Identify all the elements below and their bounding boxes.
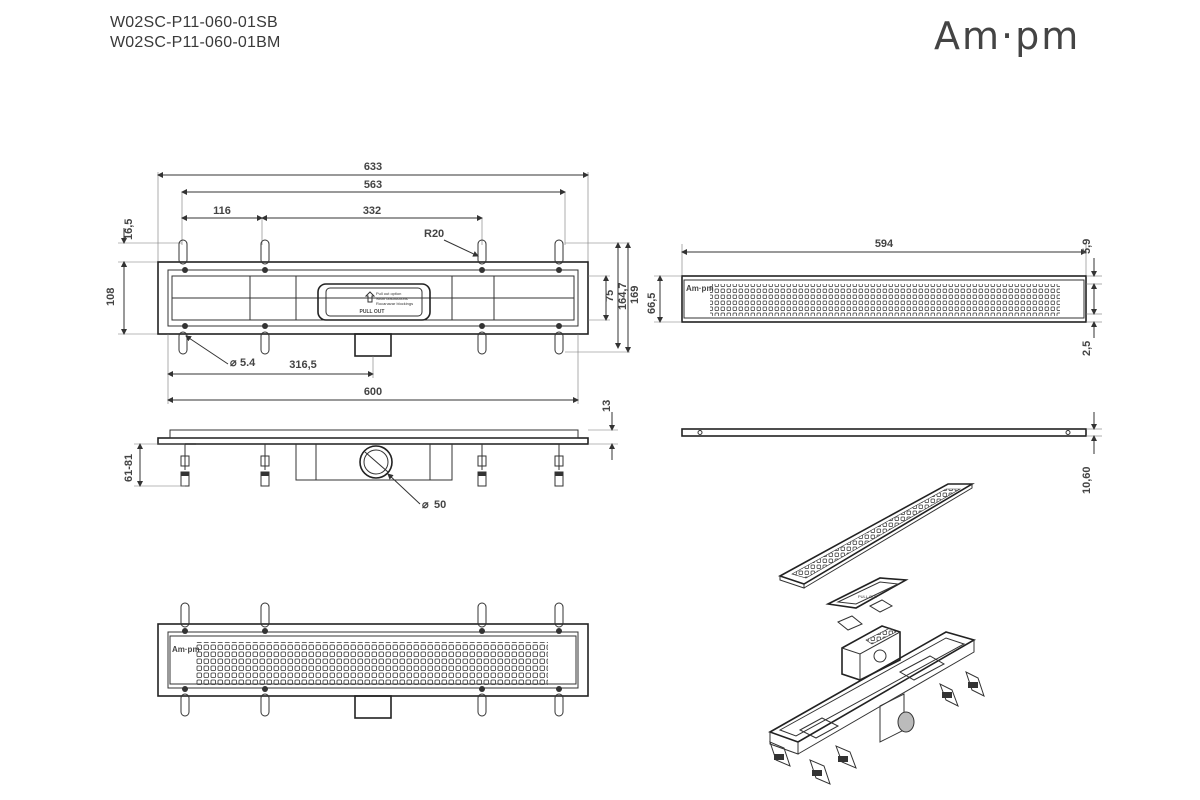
iso-siphon xyxy=(841,625,901,681)
top-leg-3 xyxy=(477,239,487,355)
side-flange xyxy=(157,437,589,445)
dim-316-5: 316,5 xyxy=(289,359,317,371)
iso-leg-3 xyxy=(835,745,857,769)
bottom-leg-3 xyxy=(477,602,487,717)
dim-5-4-value: 5.4 xyxy=(240,357,256,369)
dim-164-7: 164,7 xyxy=(617,282,629,310)
svg-text:PULL OUT: PULL OUT xyxy=(858,594,878,599)
iso-leg-5 xyxy=(965,671,985,697)
side-leg-1 xyxy=(180,444,190,487)
dim-108: 108 xyxy=(105,288,117,306)
pull-out-label: PULL OUT xyxy=(360,309,385,315)
outlet-circle xyxy=(359,445,393,479)
side-leg-3 xyxy=(477,444,487,487)
svg-text:Pull out option: Pull out option xyxy=(376,291,401,296)
dim-16-5: 16,5 xyxy=(123,219,135,240)
top-leg-2 xyxy=(260,239,270,355)
iso-leg-2 xyxy=(809,759,831,785)
top-leg-4 xyxy=(554,239,564,355)
dim-633: 633 xyxy=(364,161,382,173)
bottom-grate-perforation xyxy=(196,642,548,686)
dim-66-5: 66,5 xyxy=(646,293,658,314)
bottom-leg-4 xyxy=(554,602,564,717)
bottom-outlet-stub xyxy=(354,695,392,719)
dim-61-81: 61-81 xyxy=(123,454,135,482)
side-leg-2 xyxy=(260,444,270,487)
brand-logo: Am·pm xyxy=(934,14,1081,58)
dim-332: 332 xyxy=(363,205,381,217)
grate-view: 594 Am·pm 66,5 5,9 2,5 10,60 xyxy=(646,238,1102,494)
dim-r20: R20 xyxy=(424,228,444,240)
dim-50: 50 xyxy=(434,499,446,511)
svg-text:Sifon obstructions: Sifon obstructions xyxy=(376,296,408,301)
grate-plate xyxy=(681,275,1087,323)
bottom-leg-2 xyxy=(260,602,270,717)
outlet-stub xyxy=(354,333,392,357)
dim-563: 563 xyxy=(364,179,382,191)
iso-leg-1 xyxy=(769,741,791,767)
diameter-symbol: ⌀ xyxy=(422,499,429,511)
grate-logo: Am·pm xyxy=(686,284,714,293)
side-leg-4 xyxy=(554,444,564,487)
dim-169: 169 xyxy=(629,286,641,304)
dim-75: 75 xyxy=(604,290,616,302)
dim-5-9: 5,9 xyxy=(1081,239,1093,254)
dim-5-4: ⌀ xyxy=(230,357,237,369)
iso-grate xyxy=(778,483,975,589)
top-view: 633 563 116 332 R20 16,5 108 xyxy=(105,161,641,404)
bottom-leg-1 xyxy=(180,602,190,717)
dim-116: 116 xyxy=(213,205,231,217)
exploded-isometric-view: PULL OUT xyxy=(768,483,985,785)
top-leg-1 xyxy=(178,239,188,355)
pull-out-insert xyxy=(317,283,431,321)
grate-perforation xyxy=(710,284,1060,316)
iso-insert-plate: PULL OUT xyxy=(825,577,909,609)
iso-leg-4 xyxy=(939,682,959,708)
model-code-2: W02SC-P11-060-01BM xyxy=(110,34,281,51)
grate-profile xyxy=(681,428,1087,437)
iso-small-plates xyxy=(837,599,894,631)
svg-text:Rocanavar blockings: Rocanavar blockings xyxy=(376,301,413,306)
dim-13: 13 xyxy=(601,400,613,412)
dim-2-5: 2,5 xyxy=(1081,341,1093,356)
bottom-grate-logo: Am·pm xyxy=(172,645,200,654)
model-code-1: W02SC-P11-060-01SB xyxy=(110,14,278,31)
dim-594: 594 xyxy=(875,238,894,250)
iso-channel-body xyxy=(768,631,977,755)
dim-10-60: 10,60 xyxy=(1081,466,1093,494)
bottom-view: Am·pm xyxy=(157,602,589,719)
dim-600: 600 xyxy=(364,386,382,398)
side-view: 61-81 ⌀ 50 13 xyxy=(123,400,618,511)
